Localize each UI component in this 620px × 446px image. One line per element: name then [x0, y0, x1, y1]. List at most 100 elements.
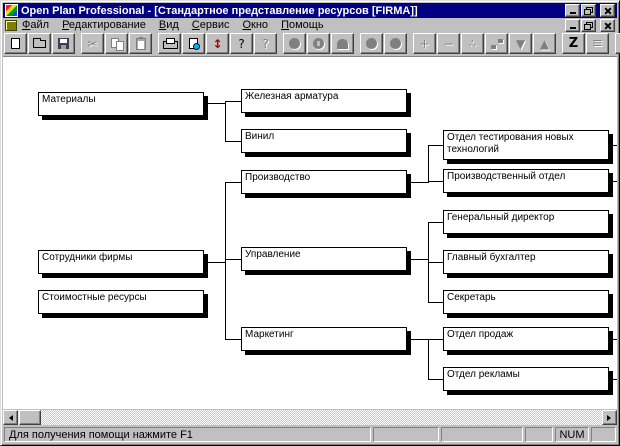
- app-icon[interactable]: [5, 4, 18, 17]
- menu-item-6[interactable]: Помощь: [281, 19, 324, 31]
- connector-line: [407, 339, 428, 340]
- doc-restore-button[interactable]: [581, 18, 596, 32]
- connector-line: [428, 181, 443, 182]
- circle-tool-icon: [390, 38, 401, 49]
- toolbar-group: [283, 33, 354, 54]
- arrow-up-icon: ▲: [539, 36, 550, 51]
- resource-box[interactable]: Управление: [241, 247, 407, 271]
- preview-button[interactable]: [182, 33, 205, 54]
- connector-line: [225, 182, 226, 340]
- arrow-left-icon: [6, 414, 13, 421]
- resource-box[interactable]: Генеральный директор: [443, 210, 609, 234]
- cut-button: ✂: [81, 33, 104, 54]
- context-help-icon: ?: [262, 36, 269, 51]
- zigzag-button[interactable]: Z: [562, 33, 585, 54]
- scrollbar-track[interactable]: [18, 410, 602, 425]
- circle-query-icon: [313, 38, 324, 49]
- connector-line: [428, 222, 443, 223]
- toolbar-group: ✂: [81, 33, 152, 54]
- horizontal-scrollbar[interactable]: [3, 410, 617, 425]
- context-help-button: ?: [254, 33, 277, 54]
- minus-icon: −: [443, 36, 454, 51]
- scrollbar-thumb[interactable]: [19, 410, 41, 425]
- plus-icon: +: [419, 36, 430, 51]
- toolbar-group: [360, 33, 407, 54]
- resource-box[interactable]: Производственный отдел: [443, 169, 609, 193]
- connector-line: [204, 103, 225, 104]
- circle-tool-button: [283, 33, 306, 54]
- close-button[interactable]: [600, 4, 615, 17]
- doc-minimize-button[interactable]: [565, 18, 580, 32]
- step-link-icon: [490, 38, 503, 49]
- arrow-up-button: ▲: [533, 33, 556, 54]
- menu-item-2[interactable]: Редактирование: [62, 19, 146, 31]
- help-button[interactable]: ?: [230, 33, 253, 54]
- connector-line: [428, 145, 443, 146]
- status-panel: [591, 427, 616, 442]
- window-title: Open Plan Professional - [Стандартное пр…: [21, 4, 418, 17]
- resource-box[interactable]: Железная арматура: [241, 89, 407, 113]
- close-icon: [604, 7, 612, 15]
- resource-box[interactable]: Стоимостные ресурсы: [38, 290, 204, 314]
- cut-icon: ✂: [87, 36, 98, 51]
- paste-button: [129, 33, 152, 54]
- toolbar-group: [4, 33, 75, 54]
- circle-tool-icon: [289, 38, 300, 49]
- connector-line: [204, 262, 225, 263]
- menu-item-4[interactable]: Сервис: [191, 19, 230, 31]
- resource-box[interactable]: Отдел рекламы: [443, 367, 609, 391]
- resource-box[interactable]: Производство: [241, 170, 407, 194]
- resource-box[interactable]: Отдел продаж: [443, 327, 609, 351]
- connector-line: [225, 101, 226, 142]
- paste-icon: [135, 36, 146, 50]
- notes-button: ≡: [586, 33, 609, 54]
- resource-box[interactable]: Отдел тестирования новых технологий: [443, 130, 609, 160]
- minimize-icon: [569, 10, 576, 14]
- document-window-icon[interactable]: [5, 19, 17, 31]
- preview-icon: [189, 38, 200, 50]
- save-button[interactable]: [52, 33, 75, 54]
- menubar: Файл Редактирование Вид Сервис Окно Помощь: [3, 18, 617, 32]
- open-folder-button[interactable]: [28, 33, 51, 54]
- circle-tool-button: [360, 33, 383, 54]
- dots-link-button: ∴: [461, 33, 484, 54]
- new-document-button[interactable]: [4, 33, 27, 54]
- doc-close-button[interactable]: [600, 18, 615, 32]
- resource-box[interactable]: Винил: [241, 129, 407, 153]
- new-document-icon: [11, 38, 20, 49]
- restore-button[interactable]: [581, 4, 596, 17]
- connector-line: [428, 145, 429, 183]
- connector-line: [225, 339, 241, 340]
- minimize-button[interactable]: [565, 4, 580, 17]
- menu-item-5[interactable]: Окно: [242, 19, 269, 31]
- menu-item-1[interactable]: Файл: [22, 19, 50, 31]
- save-icon: [58, 38, 69, 49]
- menu-items: Файл Редактирование Вид Сервис Окно Помощь: [22, 19, 561, 31]
- menu-item-3[interactable]: Вид: [158, 19, 179, 31]
- dots-link-icon: ∴: [469, 37, 476, 50]
- connector-line: [613, 379, 617, 380]
- scroll-left-button[interactable]: [3, 410, 18, 425]
- arch-tool-button: [331, 33, 354, 54]
- print-button[interactable]: [158, 33, 181, 54]
- connector-line: [428, 262, 443, 263]
- minus-button: −: [437, 33, 460, 54]
- update-button[interactable]: ↕: [206, 33, 229, 54]
- restore-icon: [584, 21, 593, 30]
- circle-tool-button: [384, 33, 407, 54]
- help-icon: ?: [238, 36, 245, 51]
- status-panel: [441, 427, 523, 442]
- resource-box[interactable]: Маркетинг: [241, 327, 407, 351]
- circle-query-button: [307, 33, 330, 54]
- resource-box[interactable]: Сотрудники фирмы: [38, 250, 204, 274]
- statusbar: Для получения помощи нажмите F1 NUM: [3, 425, 617, 443]
- resource-box[interactable]: Материалы: [38, 92, 204, 116]
- scroll-right-button[interactable]: [602, 410, 617, 425]
- resource-box[interactable]: Главный бухгалтер: [443, 250, 609, 274]
- copy-button: [105, 33, 128, 54]
- connector-line: [225, 259, 241, 260]
- toolbar: ✂↕??+−∴▼▲Z≡: [3, 32, 620, 57]
- resource-box[interactable]: Секретарь: [443, 290, 609, 314]
- connector-line: [613, 145, 617, 146]
